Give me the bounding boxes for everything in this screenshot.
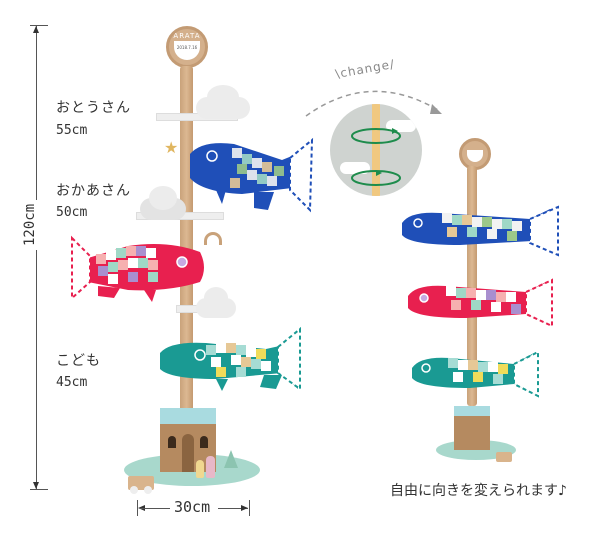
- cloud-icon: [140, 185, 186, 220]
- width-right-tick: [249, 500, 250, 516]
- rotate-arrow-icon: [351, 170, 401, 186]
- rotation-illustration: [330, 104, 422, 196]
- width-label: 30cm: [174, 498, 211, 516]
- house-roof: [160, 408, 216, 424]
- father-carp-fish: [190, 137, 314, 213]
- child-carp-name: こども: [56, 353, 101, 369]
- pole-illustration: [372, 104, 380, 196]
- dashed-arc-arrow-icon: [305, 90, 442, 117]
- arrow-down-icon: [33, 482, 39, 489]
- toy-cart-small: [496, 452, 512, 462]
- cloud-icon: [340, 162, 370, 174]
- nameplate: ARATA 2018.7.16: [166, 26, 208, 68]
- father-carp-fish-rotated: [402, 205, 559, 257]
- arrow-right-icon: [241, 505, 248, 511]
- cloud-icon: [196, 287, 236, 318]
- nameplate-date: 2018.7.16: [176, 45, 198, 50]
- pole-small: [467, 166, 477, 406]
- house-body-small: [454, 416, 490, 450]
- mother-carp-name: おかあさん: [56, 183, 131, 199]
- rainbow-ornament-icon: [204, 232, 222, 245]
- height-label: 120cm: [22, 199, 38, 250]
- star-ornament-icon: ★: [164, 138, 179, 157]
- caption-text: 自由に向きを変えられます♪: [390, 483, 567, 499]
- width-line-left: [140, 508, 170, 509]
- house-roof-small: [454, 406, 490, 416]
- child-carp-size: 45cm: [56, 375, 88, 390]
- child-carp-fish-rotated: [412, 350, 539, 398]
- width-left-tick: [137, 500, 138, 516]
- figure-doll: [196, 460, 204, 478]
- mother-carp-fish-rotated: [408, 278, 553, 328]
- father-carp-name: おとうさん: [56, 100, 131, 116]
- height-top-tick: [30, 25, 48, 26]
- height-bottom-tick: [30, 489, 48, 490]
- father-carp-size: 55cm: [56, 123, 88, 138]
- pole: [180, 66, 193, 416]
- width-line-right: [218, 508, 248, 509]
- child-carp-fish: [160, 326, 301, 391]
- nameplate-name: ARATA: [173, 32, 201, 40]
- mother-carp-fish: [71, 235, 204, 302]
- tree-icon: [224, 450, 238, 468]
- cloud-icon: [196, 84, 250, 119]
- figure-doll: [206, 456, 215, 478]
- height-dimension-line: [36, 25, 37, 489]
- arrow-up-icon: [33, 26, 39, 33]
- rotate-arrow-icon: [351, 128, 401, 144]
- nameplate-small: [459, 138, 491, 170]
- mother-carp-size: 50cm: [56, 205, 88, 220]
